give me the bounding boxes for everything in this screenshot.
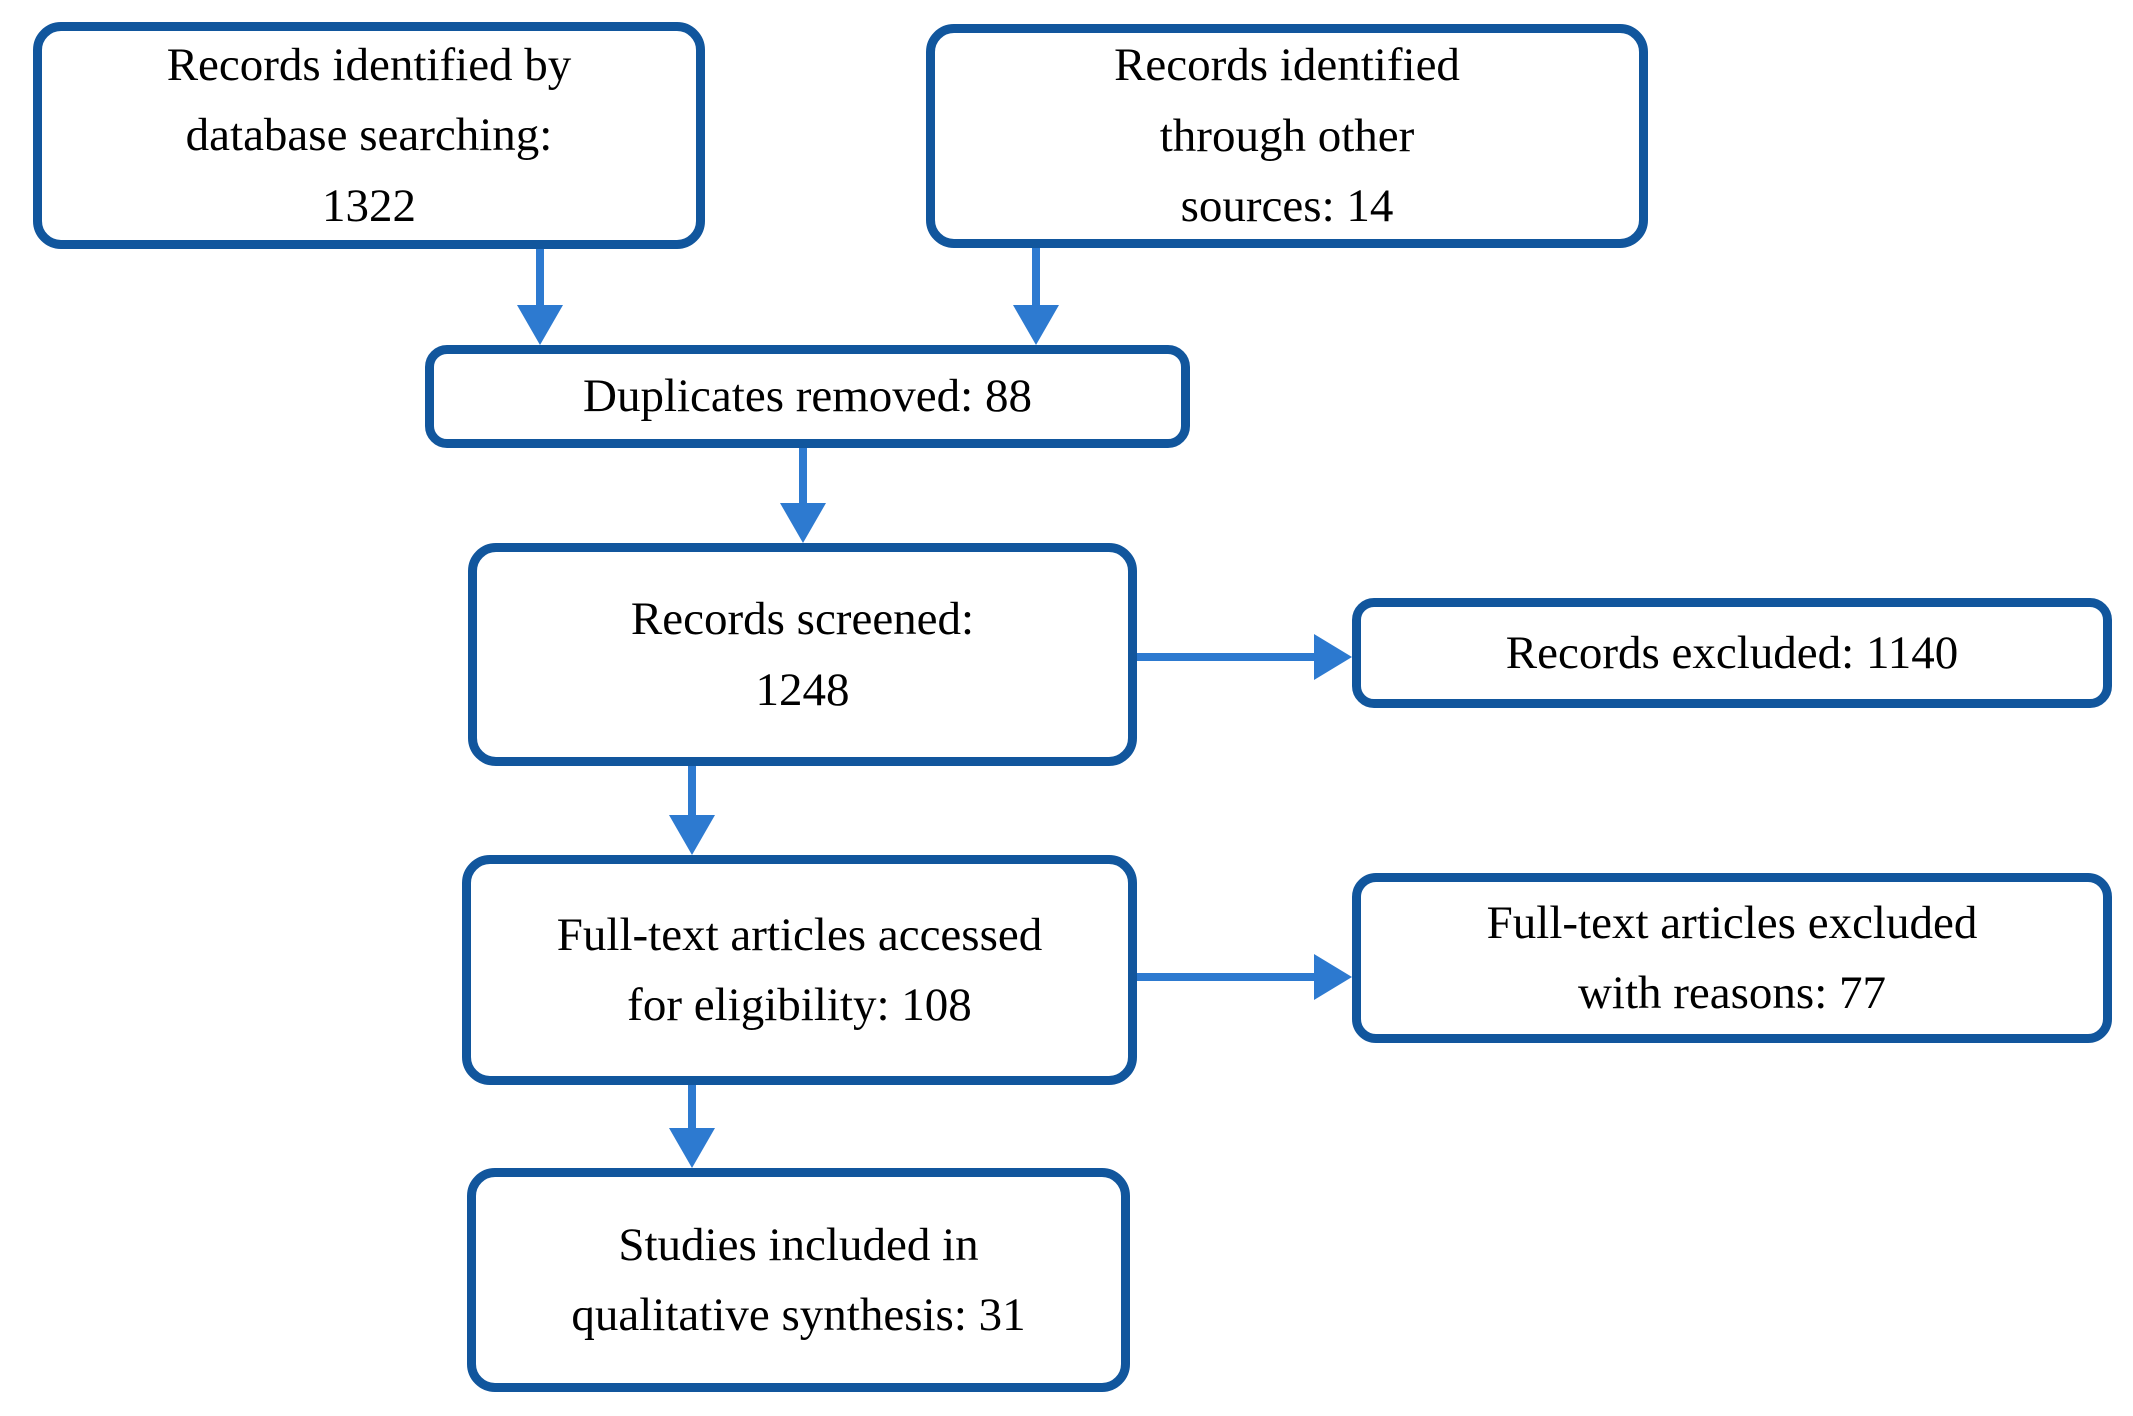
arrow-shaft xyxy=(1137,973,1322,981)
arrow-database-to-duplicates-icon xyxy=(517,249,563,345)
box-fulltext-articles-excluded: Full-text articles excluded with reasons… xyxy=(1352,873,2112,1043)
arrow-shaft xyxy=(688,766,696,823)
box-fulltext-articles-accessed-label: Full-text articles accessed for eligibil… xyxy=(556,908,1043,1032)
box-fulltext-articles-excluded-label: Full-text articles excluded with reasons… xyxy=(1486,896,1978,1020)
box-duplicates-removed-label: Duplicates removed: 88 xyxy=(583,370,1032,423)
arrow-other-sources-to-duplicates-icon xyxy=(1013,248,1059,345)
arrow-shaft xyxy=(1032,248,1040,313)
box-records-screened-label: Records screened: 1248 xyxy=(630,593,975,716)
arrow-head-down-icon xyxy=(669,1128,715,1168)
arrow-head-down-icon xyxy=(669,815,715,855)
arrow-head-right-icon xyxy=(1314,634,1352,680)
arrow-screened-to-excluded-icon xyxy=(1137,634,1352,680)
box-studies-included-qualitative: Studies included in qualitative synthesi… xyxy=(467,1168,1130,1392)
arrow-head-down-icon xyxy=(780,503,826,543)
box-records-identified-database: Records identified by database searching… xyxy=(33,22,705,249)
arrow-head-down-icon xyxy=(517,305,563,345)
box-records-excluded: Records excluded: 1140 xyxy=(1352,598,2112,708)
box-studies-included-qualitative-label: Studies included in qualitative synthesi… xyxy=(571,1218,1026,1342)
arrow-shaft xyxy=(1137,653,1322,661)
box-records-identified-database-label: Records identified by database searching… xyxy=(166,38,572,232)
arrow-head-right-icon xyxy=(1314,954,1352,1000)
arrow-fulltext-to-ftexcluded-icon xyxy=(1137,954,1352,1000)
arrow-head-down-icon xyxy=(1013,305,1059,345)
arrow-fulltext-to-included-icon xyxy=(669,1085,715,1168)
arrow-shaft xyxy=(536,249,544,313)
arrow-screened-to-fulltext-icon xyxy=(669,766,715,855)
box-duplicates-removed: Duplicates removed: 88 xyxy=(425,345,1190,448)
arrow-duplicates-to-screened-icon xyxy=(780,448,826,543)
arrow-shaft xyxy=(688,1085,696,1136)
box-records-identified-other-sources: Records identified through other sources… xyxy=(926,24,1648,248)
box-fulltext-articles-accessed: Full-text articles accessed for eligibil… xyxy=(462,855,1137,1085)
box-records-excluded-label: Records excluded: 1140 xyxy=(1505,626,1959,679)
arrow-shaft xyxy=(799,448,807,511)
box-records-identified-other-sources-label: Records identified through other sources… xyxy=(1114,39,1460,233)
box-records-screened: Records screened: 1248 xyxy=(468,543,1137,766)
